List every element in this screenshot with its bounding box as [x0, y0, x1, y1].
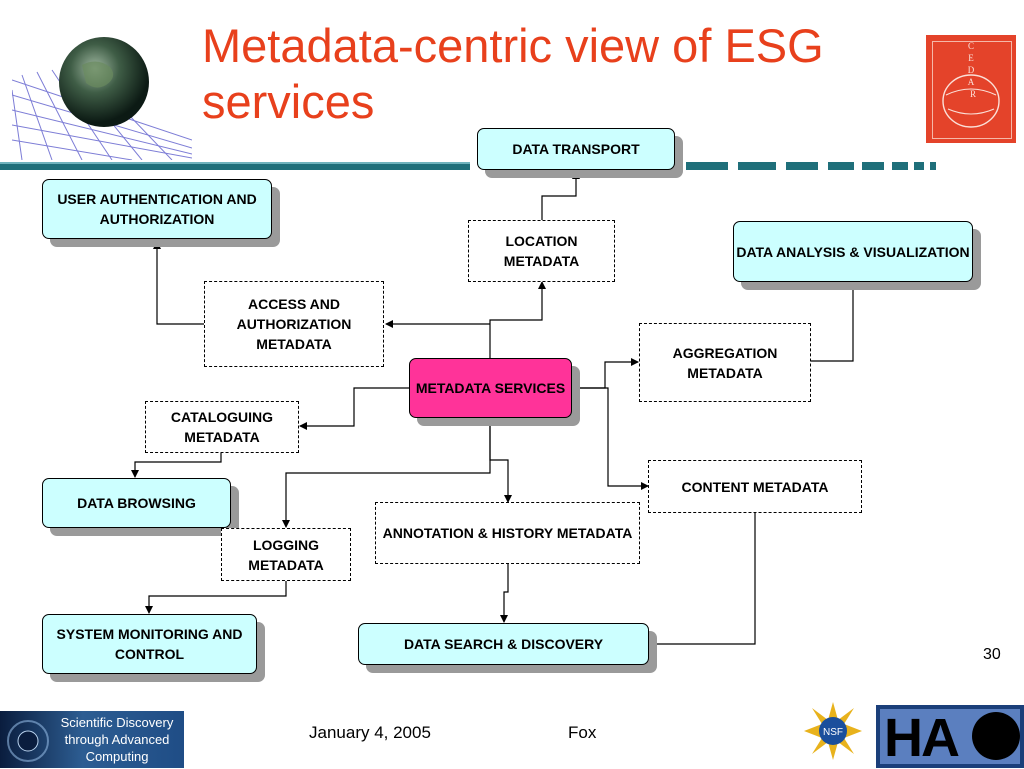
node-user-authentication: USER AUTHENTICATION AND AUTHORIZATION [42, 179, 272, 239]
scidac-logo-text: Scientific Discovery through Advanced Co… [60, 715, 174, 764]
connector-cataloguing-to-browsing [131, 453, 222, 478]
node-cataloguing-metadata: CATALOGUING METADATA [145, 401, 299, 453]
scidac-logo: Scientific Discovery through Advanced Co… [0, 711, 184, 768]
node-metadata-services: METADATA SERVICES [409, 358, 572, 418]
connector-logging-to-monitoring [145, 581, 287, 614]
svg-text:C: C [968, 41, 974, 51]
node-aggregation-metadata: AGGREGATION METADATA [639, 323, 811, 402]
connector-services-to-annotation [489, 418, 512, 503]
cedar-logo: C E D A R [926, 35, 1016, 143]
svg-text:D: D [968, 65, 975, 75]
header-band [0, 162, 936, 170]
node-data-transport: DATA TRANSPORT [477, 128, 675, 170]
connector-services-to-logging [282, 418, 491, 528]
connector-location-to-transport [541, 171, 580, 220]
footer-author: Fox [568, 723, 597, 742]
page-number: 30 [983, 646, 1001, 663]
svg-text:A: A [968, 77, 975, 87]
nsf-logo: NSF [804, 702, 862, 760]
svg-text:R: R [970, 89, 976, 99]
connector-annotation-to-search [500, 564, 509, 623]
connector-services-to-content [572, 387, 649, 490]
node-system-monitoring: SYSTEM MONITORING AND CONTROL [42, 614, 257, 674]
connector-services-to-cataloguing [299, 387, 410, 430]
slide-title: Metadata-centric view of ESG services [202, 19, 824, 128]
connector-aggregation-to-analysis [811, 282, 857, 362]
connector-services-to-aggregation [572, 358, 639, 389]
connector-content-to-search [649, 513, 756, 648]
svg-text:E: E [968, 53, 974, 63]
hao-logo: HA [876, 705, 1024, 768]
connector-services-to-location [489, 281, 546, 358]
globe-grid-logo [12, 37, 192, 160]
hao-logo-text: HA [884, 708, 960, 768]
node-location-metadata: LOCATION METADATA [468, 220, 615, 282]
node-annotation-history-metadata: ANNOTATION & HISTORY METADATA [375, 502, 640, 564]
footer-date: January 4, 2005 [309, 723, 431, 742]
node-data-browsing: DATA BROWSING [42, 478, 231, 528]
node-data-analysis: DATA ANALYSIS & VISUALIZATION [733, 221, 973, 282]
connector-access-to-auth [153, 241, 205, 325]
node-data-search-discovery: DATA SEARCH & DISCOVERY [358, 623, 649, 665]
nsf-logo-text: NSF [823, 727, 843, 738]
node-access-authorization-metadata: ACCESS AND AUTHORIZATION METADATA [204, 281, 384, 367]
node-content-metadata: CONTENT METADATA [648, 460, 862, 513]
node-logging-metadata: LOGGING METADATA [221, 528, 351, 581]
